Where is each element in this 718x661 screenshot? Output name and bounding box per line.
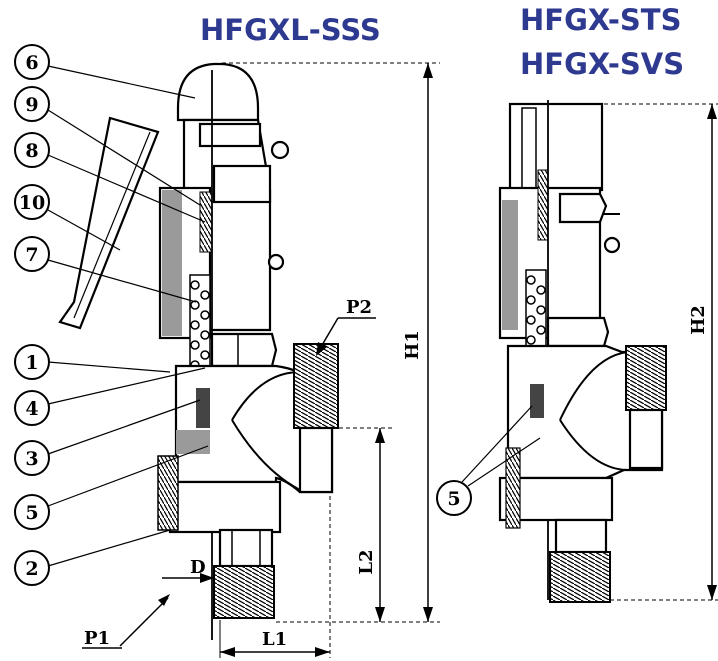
callout-3: 3 [14,399,201,476]
svg-text:L2: L2 [356,549,377,574]
svg-text:9: 9 [25,94,38,116]
left-model-title: HFGXL-SSS [200,13,381,47]
callout-8: 8 [14,132,206,223]
svg-text:7: 7 [25,244,38,266]
callout-9: 9 [14,86,201,206]
left-valve: 6 9 8 10 7 1 4 [14,44,440,658]
svg-text:P2: P2 [346,297,372,318]
svg-text:6: 6 [25,52,38,74]
dimension-h2: H2 [604,103,718,601]
svg-text:4: 4 [25,398,38,420]
right-valve: 5 H2 [436,100,718,603]
svg-text:5: 5 [25,502,38,524]
callout-2: 2 [14,529,171,586]
svg-text:2: 2 [25,558,38,580]
right-hex-nut [546,316,610,348]
label-p2: P2 [316,297,376,356]
svg-text:L1: L1 [262,629,287,650]
svg-text:D: D [190,557,206,578]
callout-5-right: 5 [436,405,541,516]
callout-4: 4 [14,367,206,426]
nozzle-body [168,480,282,534]
disc [196,388,210,428]
lift-lever [58,116,160,330]
svg-text:P1: P1 [84,628,110,649]
inlet-hex [218,528,274,568]
dimension-h1: H1 [222,62,440,623]
svg-text:8: 8 [25,140,38,162]
top-cap [176,62,260,122]
hex-nut [210,332,278,368]
dimension-l1: L1 [219,496,331,658]
callout-7: 7 [14,236,197,303]
callout-6: 6 [14,44,196,99]
spring [189,274,211,372]
right-model-title-2: HFGX-SVS [520,47,684,81]
adjusting-screw-thread [199,191,213,253]
outlet-thread-p2 [293,343,339,429]
dimension-d: D [162,557,214,583]
label-p1: P1 [82,594,170,649]
svg-text:1: 1 [25,352,38,374]
callout-5: 5 [14,445,209,530]
right-model-title-1: HFGX-STS [520,3,681,37]
svg-text:H1: H1 [402,330,423,360]
callout-1: 1 [14,344,171,380]
svg-text:10: 10 [19,192,45,214]
svg-text:3: 3 [25,448,38,470]
dimension-l2: L2 [332,427,392,622]
inlet-thread-p1 [213,565,275,619]
callout-10: 10 [14,184,121,251]
svg-text:H2: H2 [688,305,709,335]
svg-text:5: 5 [447,488,460,510]
lock-nut [212,164,272,204]
